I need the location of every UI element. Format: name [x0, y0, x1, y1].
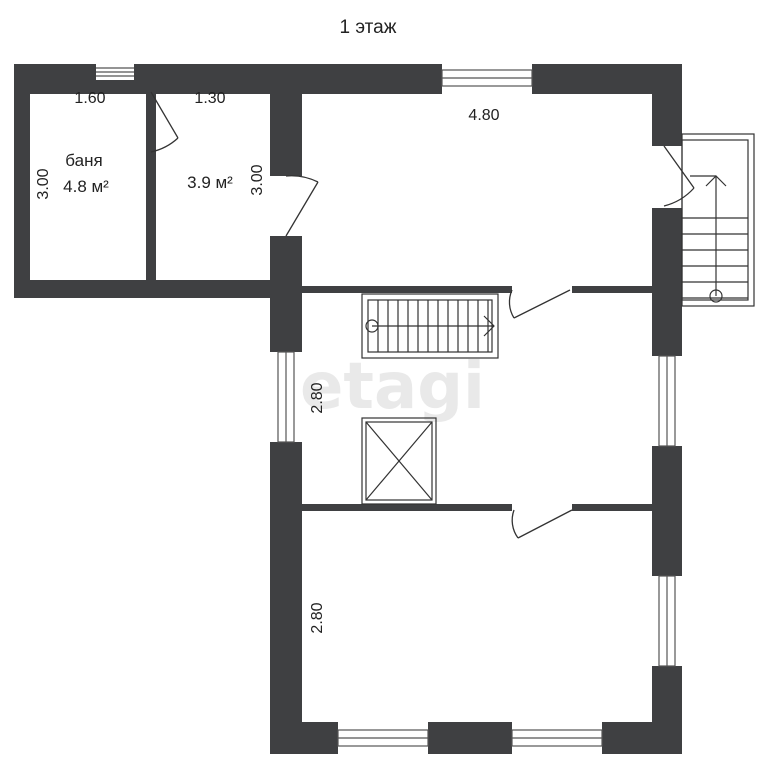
porch-stairs	[681, 133, 755, 307]
small-room-area-label: 3.9 м²	[187, 173, 233, 192]
partitions	[156, 64, 652, 511]
bottom-room-depth-label: 2.80	[309, 602, 326, 633]
small-room-depth-label: 3.00	[249, 164, 266, 195]
banya-depth-label: 3.00	[35, 168, 52, 199]
banya-name-label: баня	[65, 151, 102, 170]
doors	[150, 91, 695, 539]
stair-hall-depth-label: 2.80	[309, 382, 326, 413]
small-room-width-label: 1.30	[194, 90, 225, 107]
room-labels: 1.60 баня 4.8 м² 3.00 1.30 3.9 м² 3.00 4…	[35, 90, 500, 634]
interior-stairs	[361, 293, 499, 359]
banya-area-label: 4.8 м²	[63, 177, 109, 196]
floor-title: 1 этаж	[340, 17, 397, 38]
floor-hatch	[361, 417, 437, 505]
banya-width-label: 1.60	[74, 90, 105, 107]
watermark-text: etagi	[300, 350, 485, 424]
windows	[96, 67, 676, 747]
top-room-width-label: 4.80	[468, 107, 499, 124]
